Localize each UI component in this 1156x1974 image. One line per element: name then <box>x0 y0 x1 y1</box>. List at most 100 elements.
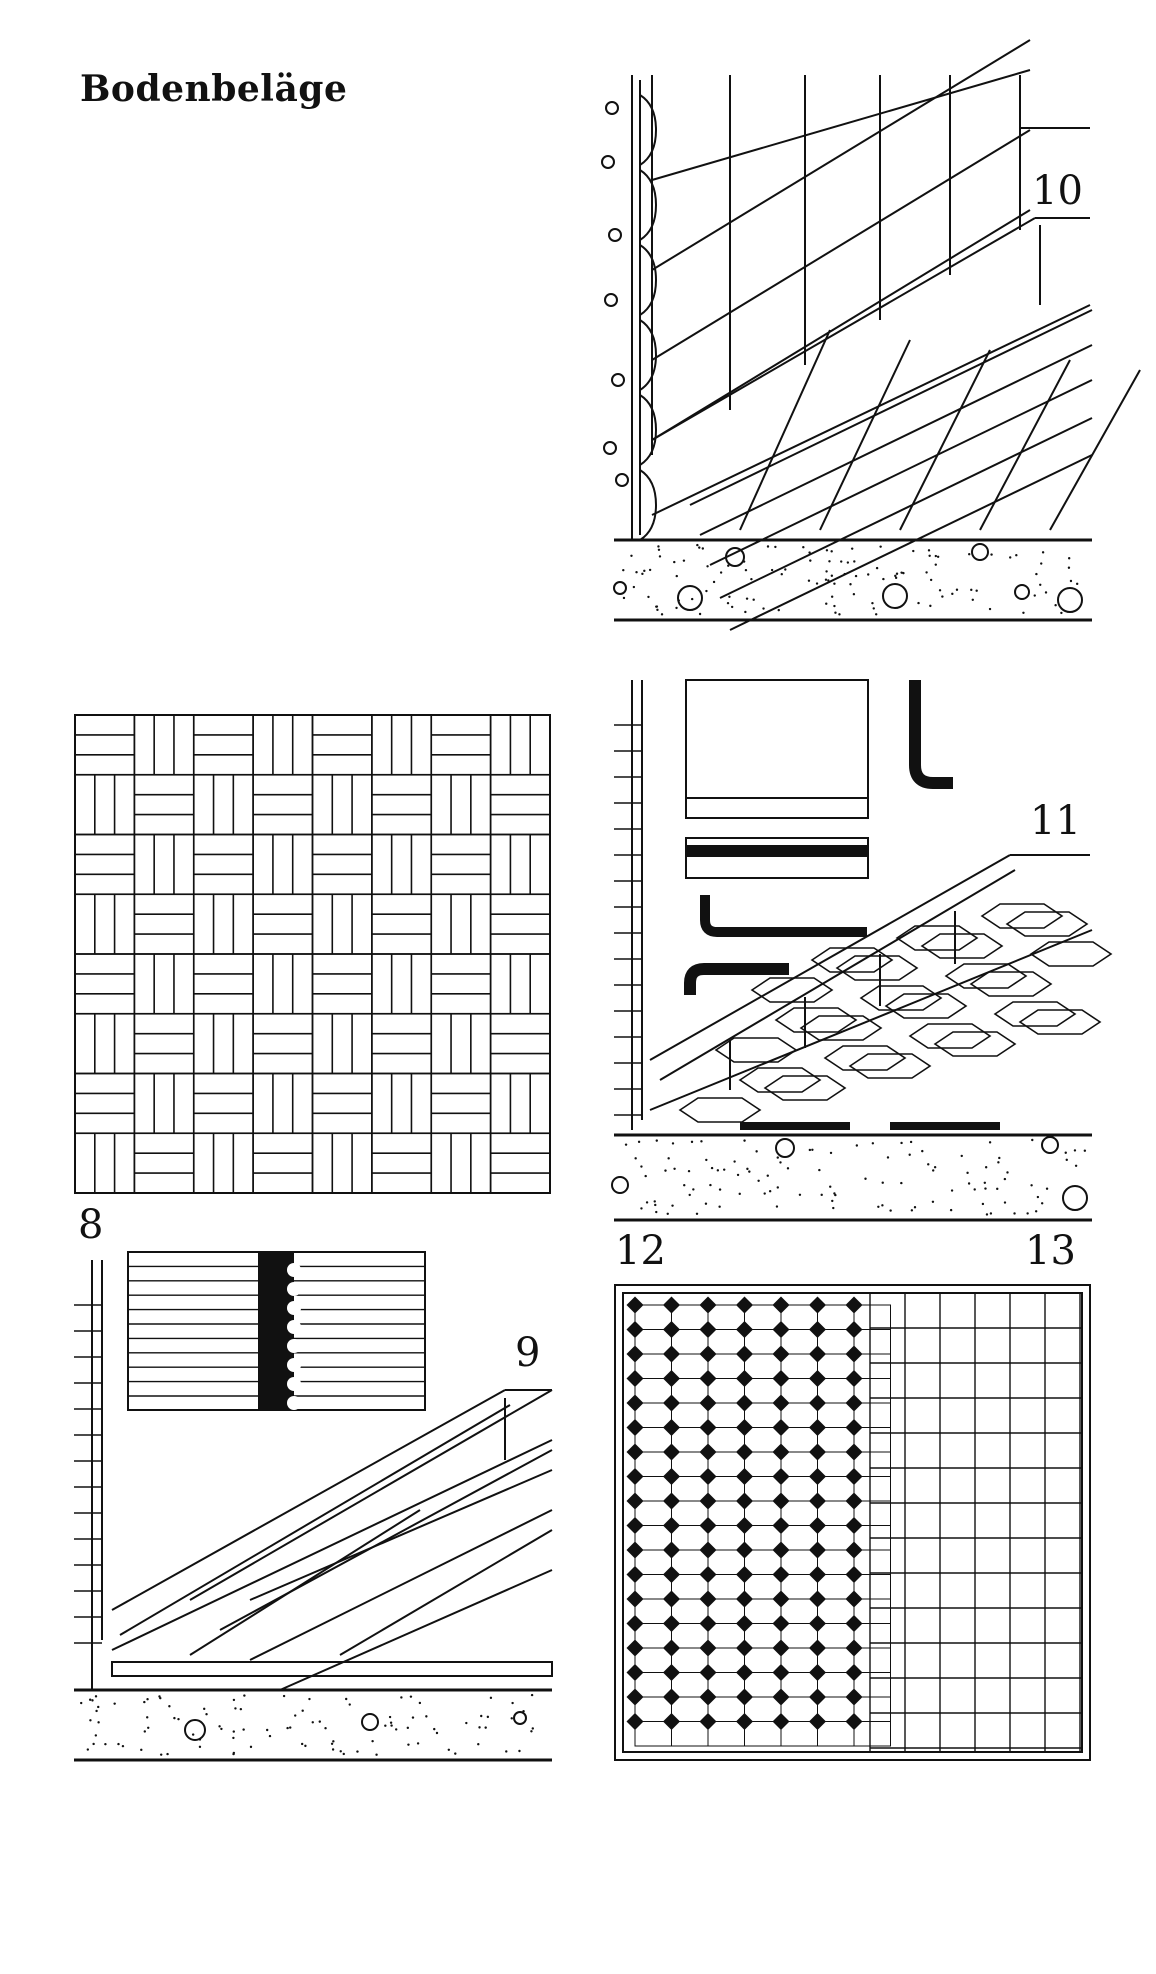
inset-tongue-notch <box>287 1358 301 1372</box>
octagon-tile <box>780 1402 818 1428</box>
parquet-block <box>192 1132 254 1194</box>
octagon-tile <box>744 1304 782 1330</box>
screed-gravel <box>971 598 974 601</box>
parquet-block <box>74 833 136 896</box>
wall-brick-course <box>614 984 642 1012</box>
parquet-block <box>371 1132 433 1194</box>
screed-gravel <box>232 1736 235 1740</box>
screed-gravel <box>831 1199 834 1203</box>
screed-gravel <box>400 1696 403 1699</box>
slab-pebble <box>513 1711 527 1725</box>
octagon-tile <box>671 1329 709 1355</box>
screed-gravel <box>1074 1164 1078 1167</box>
hex-floor-tile <box>678 1097 762 1123</box>
screed-gravel <box>908 1153 911 1156</box>
dot-insert-tile <box>663 1664 680 1681</box>
parquet-block <box>74 1072 136 1135</box>
screed-gravel <box>1039 583 1042 586</box>
parquet-block <box>192 773 254 836</box>
dot-insert-tile <box>663 1321 680 1338</box>
screed-gravel <box>242 1728 245 1731</box>
wall-plaster-bump <box>639 319 658 391</box>
octagon-tile <box>707 1500 745 1526</box>
screed-gravel <box>743 1139 746 1142</box>
dot-insert-tile <box>663 1394 680 1412</box>
screed-gravel <box>220 1727 223 1731</box>
floor-wall-junction <box>111 1439 553 1651</box>
screed-gravel <box>894 576 898 580</box>
screed-gravel <box>966 1171 969 1175</box>
octagon-tile <box>853 1353 891 1379</box>
screed-gravel <box>332 1740 335 1743</box>
screed-gravel <box>766 545 770 548</box>
slab-pebble <box>1041 1136 1059 1154</box>
screed-gravel <box>1044 591 1048 594</box>
parquet-block <box>371 1072 433 1135</box>
dot-insert-tile <box>772 1321 790 1338</box>
octagon-tile <box>817 1329 855 1355</box>
dot-insert-tile <box>699 1345 717 1363</box>
screed-gravel <box>762 607 765 610</box>
parquet-block <box>371 893 433 955</box>
parquet-block <box>74 953 136 1015</box>
octagon-tile <box>780 1721 818 1747</box>
parquet-block <box>489 893 551 955</box>
wall-brick-course <box>614 880 642 908</box>
screed-gravel <box>406 1726 410 1730</box>
screed-gravel <box>825 570 828 573</box>
octagon-tile <box>634 1574 672 1600</box>
octagon-tile <box>817 1574 855 1600</box>
screed-gravel <box>1060 611 1063 615</box>
octagon-tile <box>780 1672 818 1698</box>
octagon-tile <box>671 1451 709 1477</box>
dot-insert-tile <box>809 1713 826 1730</box>
dot-insert-tile <box>736 1394 753 1412</box>
screed-gravel <box>688 1193 691 1197</box>
parquet-block <box>430 1012 492 1075</box>
wall-tile-joint-diagonal <box>651 39 1031 271</box>
screed-gravel <box>692 1188 695 1191</box>
figure-label-9: 9 <box>515 1330 541 1376</box>
floor-plank-end <box>249 1469 553 1601</box>
dot-insert-tile <box>663 1345 680 1363</box>
dot-insert-tile <box>736 1688 753 1706</box>
screed-gravel <box>143 1730 147 1733</box>
screed-gravel <box>776 1186 779 1189</box>
slab-pebble <box>361 1713 379 1731</box>
skirting-top <box>651 217 1036 441</box>
skirting-face <box>119 1404 511 1636</box>
parquet-block <box>430 773 492 836</box>
screed-gravel <box>984 1166 988 1169</box>
screed-gravel <box>656 608 659 612</box>
screed-gravel <box>147 1726 150 1730</box>
screed-gravel <box>864 1177 867 1180</box>
octagon-tile <box>780 1329 818 1355</box>
screed-gravel <box>655 1210 658 1214</box>
parquet-block <box>252 953 314 1015</box>
screed-gravel <box>80 1701 83 1705</box>
dot-insert-tile <box>626 1590 644 1608</box>
screed-gravel <box>121 1744 125 1748</box>
screed-gravel <box>824 578 828 581</box>
screed-gravel <box>265 1728 269 1732</box>
hex-floor-tile <box>738 1067 822 1093</box>
parquet-block <box>252 833 314 896</box>
octagon-tile <box>671 1378 709 1404</box>
octagon-tile <box>817 1549 855 1575</box>
octagon-tile <box>744 1721 782 1747</box>
octagon-tile <box>634 1353 672 1379</box>
slab-pebble <box>1014 584 1030 600</box>
dot-insert-tile <box>772 1370 790 1387</box>
wall-brick-course <box>74 1460 102 1488</box>
wall-brick-course <box>74 1564 102 1592</box>
floor-tile-joint <box>719 417 1093 599</box>
dot-insert-tile <box>663 1517 680 1534</box>
screed-gravel <box>925 571 928 574</box>
screed-gravel <box>89 1719 92 1722</box>
inset-tongue-notch <box>287 1282 301 1296</box>
dot-insert-tile <box>845 1615 863 1632</box>
screed-gravel <box>695 1212 699 1215</box>
hex-floor-tile <box>763 1075 847 1101</box>
octagon-tile <box>707 1378 745 1404</box>
slab-pebble <box>971 543 989 561</box>
